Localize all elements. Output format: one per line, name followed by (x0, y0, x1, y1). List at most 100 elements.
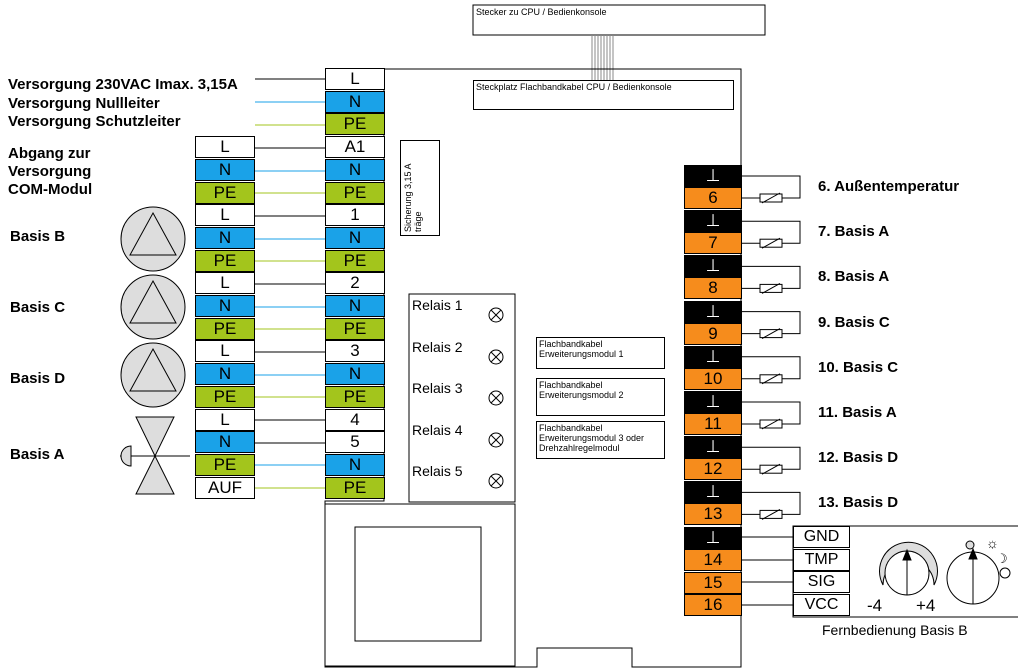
wires-left (254, 147, 326, 489)
sensor-label: 11. Basis A (818, 404, 897, 421)
ground-terminal: ⊥ (684, 436, 742, 459)
remote-signal-gnd: GND (793, 526, 850, 548)
mode-dial-icon (946, 540, 1011, 605)
ntc-resistor-slash (761, 373, 781, 385)
sensor-terminal: 6 (684, 187, 742, 209)
sensor-wires (742, 175, 801, 520)
transformer-inner (354, 526, 482, 642)
main-terminal: PE (325, 113, 385, 136)
fuse-label: Sicherung 3,15 A träge (403, 163, 423, 232)
group-label-basis-d: Basis D (10, 370, 66, 387)
relais-label: Relais 5 (412, 463, 463, 479)
sensor-label: 8. Basis A (818, 268, 890, 286)
main-terminal: PE (325, 385, 385, 408)
relais-label: Relais 1 (412, 297, 463, 313)
supply-label-l: Versorgung 230VAC Imax. 3,15A (8, 76, 238, 93)
left-terminal: L (195, 136, 255, 159)
ground-terminal: ⊥ (684, 300, 742, 323)
sensor-label: 9. Basis C (818, 313, 890, 331)
main-terminal: 3 (325, 340, 385, 363)
com-label-1: Abgang zur (8, 145, 91, 162)
sensor-terminal: 12 (684, 458, 742, 481)
flatcable-text: Flachbandkabel (539, 423, 603, 433)
flatcable-text: Drehzahlregelmodul (539, 443, 620, 453)
main-terminal: L (325, 68, 385, 90)
flatcable-text: Erweiterungsmodul 1 (539, 349, 624, 359)
ground-terminal: ⊥ (684, 255, 742, 278)
sensor-terminal: 7 (684, 232, 742, 255)
flatcable-text: Erweiterungsmodul 3 oder (539, 433, 645, 443)
left-terminal: PE (195, 249, 255, 272)
sensor-label: 12. Basis D (818, 449, 899, 467)
relais-label: Relais 3 (412, 380, 463, 396)
sensor-terminal: 13 (684, 503, 742, 526)
left-terminal: N (195, 295, 255, 317)
ntc-resistor-slash (761, 237, 781, 249)
remote-terminal: 14 (684, 549, 742, 571)
main-terminal: N (325, 226, 385, 249)
left-terminal: L (195, 204, 255, 227)
main-terminal: A1 (325, 136, 385, 159)
ribbon-cable (591, 35, 614, 82)
relais-label: Relais 4 (412, 422, 463, 438)
main-terminal: 2 (325, 272, 385, 295)
main-terminal: N (325, 295, 385, 317)
relay-coil-icon (488, 307, 504, 489)
left-terminal: PE (195, 317, 255, 340)
ntc-resistor-slash (761, 508, 781, 520)
sensor-label: 13. Basis D (818, 494, 899, 512)
group-label-basis-b: Basis B (10, 228, 66, 245)
remote-wires (742, 536, 793, 606)
main-terminal: 4 (325, 408, 385, 431)
main-terminal: 1 (325, 204, 385, 227)
fuse-box: Sicherung 3,15 A träge (400, 140, 440, 236)
left-terminal: AUF (195, 476, 255, 499)
remote-terminal: 16 (684, 594, 742, 616)
top-connector-label: Stecker zu CPU / Bedienkonsole (476, 7, 607, 17)
sun-icon: ☼ (986, 535, 999, 551)
left-terminal: L (195, 340, 255, 363)
sensor-label: 10. Basis C (818, 358, 899, 376)
com-label-3: COM-Modul (8, 181, 93, 198)
sensor-label: 7. Basis A (818, 223, 890, 241)
main-terminal: PE (325, 249, 385, 272)
remote-signal-vcc: VCC (793, 594, 850, 616)
main-terminal: N (325, 158, 385, 181)
left-terminal: PE (195, 181, 255, 204)
com-label-2: Versorgung (8, 163, 92, 180)
main-terminal: 5 (325, 431, 385, 454)
left-terminal: PE (195, 453, 255, 476)
pump-icon (120, 206, 186, 272)
supply-label-n: Versorgung Nullleiter (8, 95, 160, 112)
flatcable-slot-box: Steckplatz Flachbandkabel CPU / Bedienko… (473, 80, 734, 110)
group-label-basis-a: Basis A (10, 446, 65, 463)
pump-icon (120, 274, 186, 340)
remote-caption: Fernbedienung Basis B (822, 622, 968, 638)
dial-icon (879, 541, 938, 596)
pump-icon (120, 342, 186, 408)
supply-label-pe: Versorgung Schutzleiter (8, 113, 181, 130)
dial-min-label: -4 (867, 596, 883, 615)
board-outline (324, 68, 742, 668)
valve-icon (120, 416, 190, 495)
ground-terminal: ⊥ (684, 210, 742, 233)
main-terminal: PE (325, 181, 385, 204)
ntc-resistor-slash (761, 282, 781, 294)
left-terminal: L (195, 272, 255, 295)
flatcable-text: Flachbandkabel (539, 339, 603, 349)
main-terminal: N (325, 90, 385, 113)
ground-terminal: ⊥ (684, 345, 742, 368)
moon-icon: ☽ (996, 551, 1008, 566)
left-terminal: N (195, 158, 255, 181)
ground-terminal: ⊥ (684, 165, 742, 187)
main-terminal: N (325, 363, 385, 386)
sensor-terminal: 9 (684, 322, 742, 345)
remote-signal-tmp: TMP (793, 549, 850, 571)
ground-terminal: ⊥ (684, 391, 742, 413)
transformer-outer (324, 503, 516, 667)
left-terminal: N (195, 431, 255, 454)
